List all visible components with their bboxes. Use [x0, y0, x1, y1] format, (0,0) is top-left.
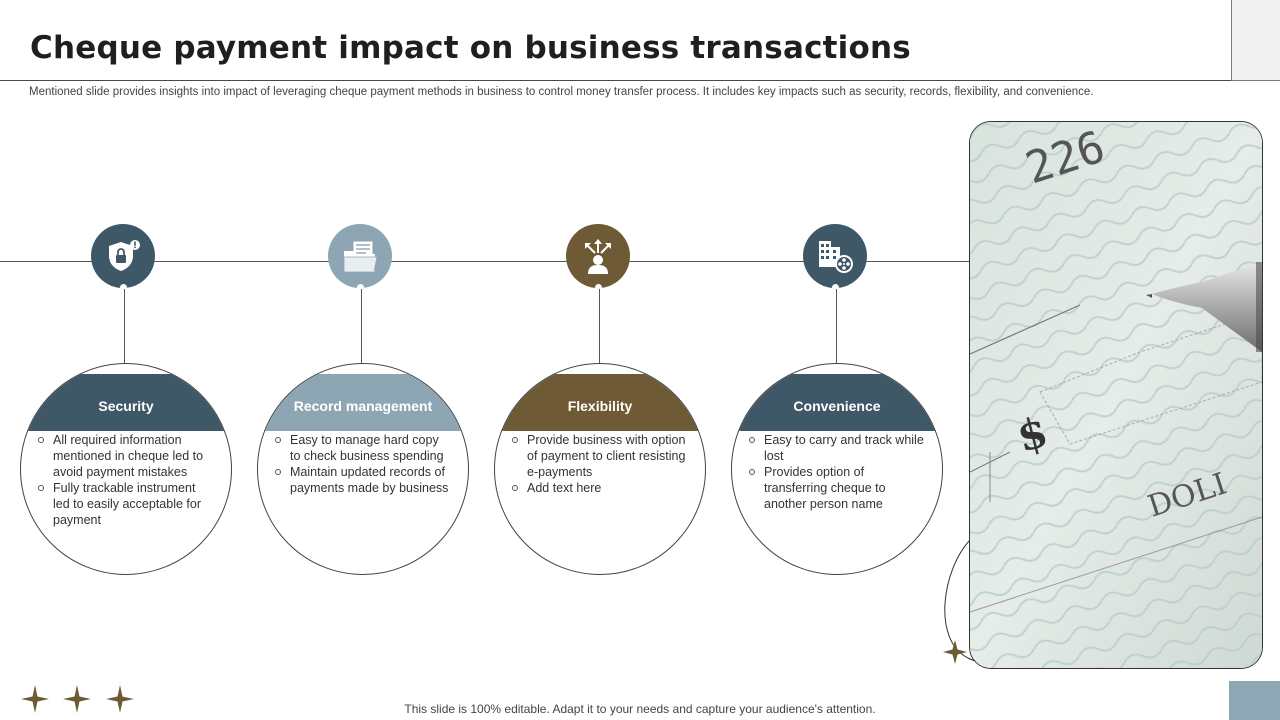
- flexibility-card: Flexibility Provide business with option…: [494, 363, 706, 575]
- security-card: Security All required information mentio…: [20, 363, 232, 575]
- connector-stem: [599, 289, 600, 364]
- star-icon: [63, 685, 91, 713]
- list-item: Add text here: [512, 480, 689, 496]
- list-item: Maintain updated records of payments mad…: [275, 464, 452, 496]
- bullet-list: Easy to carry and track while lost Provi…: [746, 432, 926, 512]
- convenience-node: [803, 224, 867, 291]
- folder-documents-icon: [343, 240, 378, 273]
- decorative-stars: [21, 685, 134, 713]
- list-item: Provides option of transferring cheque t…: [749, 464, 926, 512]
- node-connector-dot: [594, 284, 602, 291]
- record-management-card: Record management Easy to manage hard co…: [257, 363, 469, 575]
- bullet-list: Easy to manage hard copy to check busine…: [272, 432, 452, 496]
- list-item: Provide business with option of payment …: [512, 432, 689, 480]
- timeline-line: [0, 261, 972, 262]
- star-icon: [21, 685, 49, 713]
- title-divider: [0, 80, 1232, 81]
- cheque-pen-photo: 226 $ DOLI: [969, 121, 1263, 669]
- person-arrows-icon: [585, 239, 611, 274]
- list-item: All required information mentioned in ch…: [38, 432, 215, 480]
- card-heading: Flexibility: [495, 374, 705, 431]
- bullet-list: All required information mentioned in ch…: [35, 432, 215, 528]
- cheque-illustration: 226 $ DOLI: [970, 122, 1262, 668]
- node-connector-dot: [831, 284, 839, 291]
- card-heading: Security: [21, 374, 231, 431]
- list-item: Fully trackable instrument led to easily…: [38, 480, 215, 528]
- building-film-icon: [819, 241, 853, 273]
- footer-note: This slide is 100% editable. Adapt it to…: [404, 702, 876, 716]
- star-icon: [106, 685, 134, 713]
- convenience-card: Convenience Easy to carry and track whil…: [731, 363, 943, 575]
- connector-stem: [124, 289, 125, 364]
- flexibility-node: [566, 224, 630, 291]
- connector-stem: [836, 289, 837, 364]
- slide-description: Mentioned slide provides insights into i…: [29, 86, 1094, 98]
- card-heading: Record management: [258, 374, 468, 431]
- bullet-list: Provide business with option of payment …: [509, 432, 689, 496]
- record-management-node: [328, 224, 392, 291]
- list-item: Easy to carry and track while lost: [749, 432, 926, 464]
- node-connector-dot: [356, 284, 364, 291]
- list-item: Easy to manage hard copy to check busine…: [275, 432, 452, 464]
- page-title: Cheque payment impact on business transa…: [30, 30, 911, 66]
- shield-lock-icon: [109, 240, 140, 271]
- node-connector-dot: [119, 284, 127, 291]
- card-heading: Convenience: [732, 374, 942, 431]
- connector-stem: [361, 289, 362, 364]
- security-node: [91, 224, 155, 291]
- corner-decoration: [1231, 0, 1280, 81]
- footer-corner-block: [1229, 681, 1280, 720]
- star-icon: [943, 640, 967, 664]
